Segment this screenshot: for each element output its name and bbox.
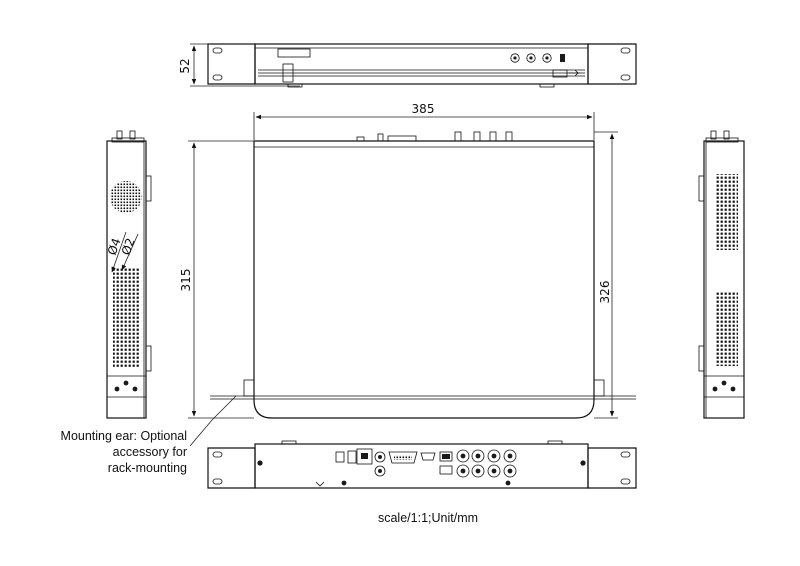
front-buttons	[510, 53, 565, 63]
vent-holes-upper	[716, 174, 738, 250]
vent-holes	[113, 268, 140, 368]
hole-callouts: Ø4 Ø2	[105, 231, 139, 273]
annotation-line-3: rack-mounting	[108, 461, 187, 475]
annotation-line-2: accessory for	[113, 445, 187, 459]
hole-diameter-small: Ø2	[119, 236, 138, 257]
ear-mount-holes	[212, 47, 631, 81]
mounting-ear-callout: Mounting ear: Optional accessory for rac…	[61, 395, 237, 475]
dimension-height: 52	[178, 58, 192, 73]
annotation-line-1: Mounting ear: Optional	[61, 429, 187, 443]
rear-ports	[335, 448, 517, 478]
usb-icon	[552, 69, 580, 78]
rear-view	[207, 440, 637, 489]
power-port	[335, 451, 345, 463]
left-side-view: Ø4 Ø2	[105, 130, 152, 419]
speaker-grille	[110, 181, 142, 213]
scale-note: scale/1:1;Unit/mm	[378, 511, 478, 525]
dimension-depth-outer: 326	[598, 281, 612, 304]
vent-holes-lower	[716, 292, 738, 366]
hole-diameter-large: Ø4	[105, 236, 124, 257]
bnc-connectors	[456, 449, 517, 478]
dimension-width: 385	[412, 102, 435, 116]
dimension-depth-inner: 315	[179, 269, 193, 292]
hdmi-port	[420, 452, 436, 461]
vga-port	[388, 451, 418, 464]
rear-connectors-top	[356, 131, 513, 142]
ethernet-port	[356, 448, 373, 465]
front-view: 52	[178, 43, 637, 88]
right-side-view	[698, 130, 745, 419]
top-view: 385 315 326	[179, 102, 636, 419]
